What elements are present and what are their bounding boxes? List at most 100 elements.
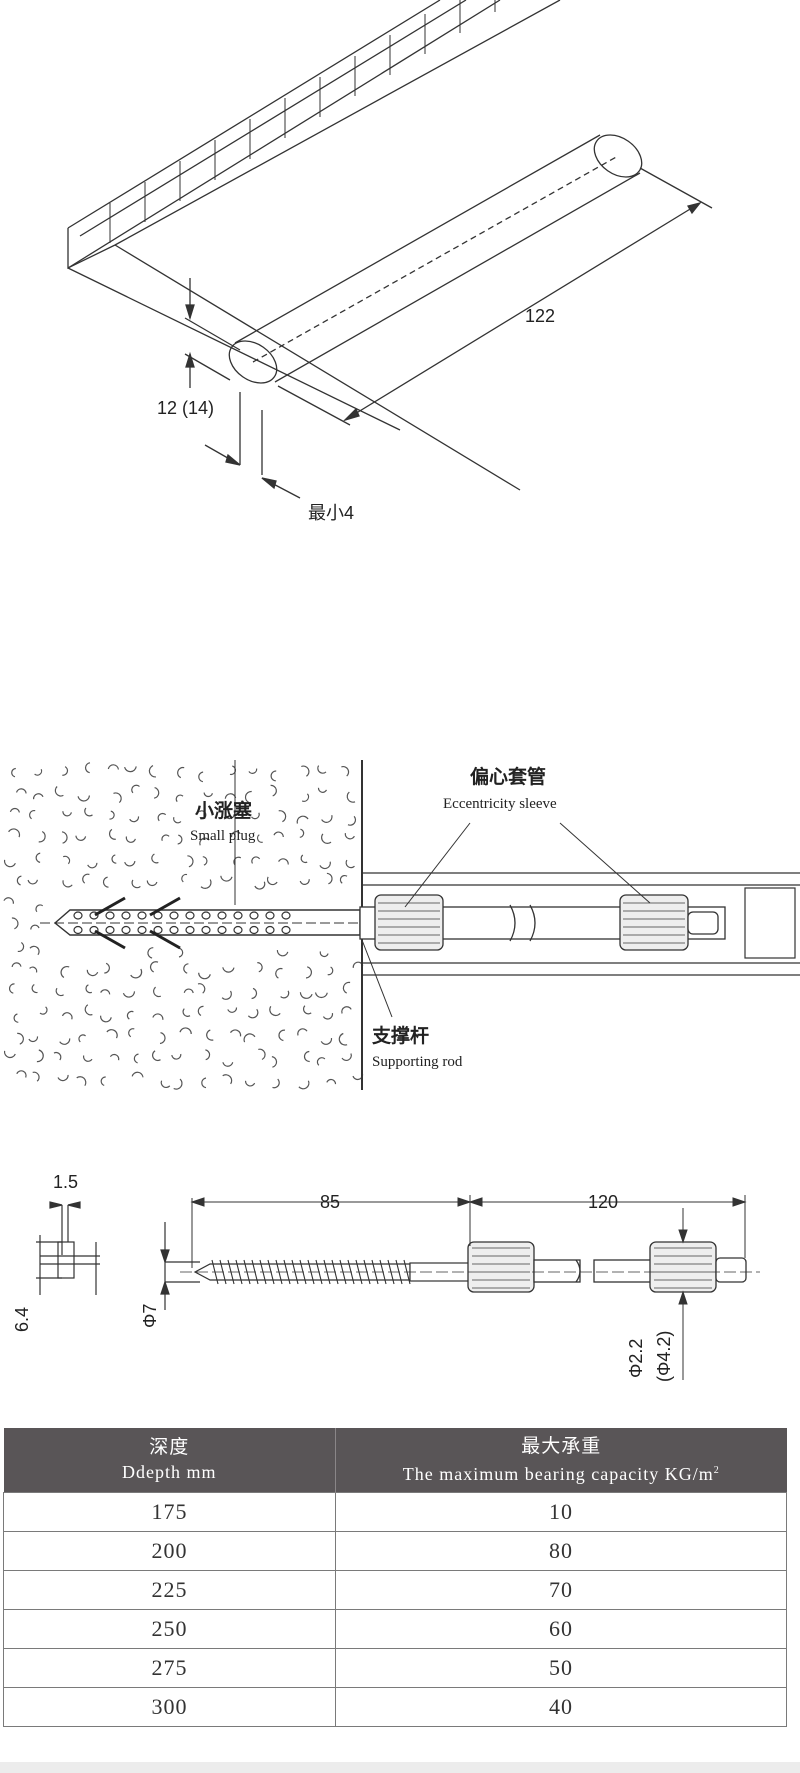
texture-arc <box>36 1049 44 1063</box>
texture-arc <box>100 989 111 995</box>
header-depth: 深度 Ddepth mm <box>3 1428 336 1493</box>
dim-length-label: 122 <box>525 306 555 326</box>
dim-phi2-2-label: Φ2.2 <box>626 1339 646 1378</box>
plug-tooth <box>153 925 163 935</box>
texture-arc <box>122 991 136 998</box>
header-depth-zh: 深度 <box>149 1437 190 1458</box>
texture-arc <box>299 879 310 885</box>
texture-arc <box>251 987 258 1000</box>
texture-arc <box>177 834 183 845</box>
texture-arc <box>321 815 333 823</box>
texture-arc <box>278 858 289 865</box>
plug-tooth <box>201 911 211 920</box>
plug-tooth <box>121 925 131 935</box>
header-capacity-sup: 2 <box>713 1464 720 1476</box>
plug-tooth <box>169 911 179 920</box>
texture-arc <box>124 766 137 773</box>
texture-arc <box>326 872 333 885</box>
dim-thickness-label: 12 (14) <box>157 398 214 418</box>
texture-arc <box>147 947 154 959</box>
texture-arc <box>54 786 64 797</box>
header-capacity-en-text: The maximum bearing capacity KG/m <box>402 1463 714 1484</box>
plug-tooth <box>169 925 179 935</box>
texture-arc <box>269 1005 281 1017</box>
texture-arc <box>301 765 310 777</box>
texture-arc <box>29 945 40 956</box>
texture-arc <box>84 1004 93 1016</box>
texture-arc <box>305 966 313 979</box>
texture-arc <box>29 966 38 973</box>
texture-arc <box>302 1005 312 1015</box>
texture-arc <box>61 1012 73 1020</box>
plug-tooth <box>73 925 83 935</box>
texture-arc <box>55 987 64 997</box>
texture-arc <box>3 859 16 868</box>
texture-arc <box>109 810 115 820</box>
texture-arc <box>198 972 211 980</box>
texture-arc <box>183 963 189 974</box>
texture-arc <box>100 1076 106 1086</box>
capacity-table: 深度 Ddepth mm 最大承重 The maximum bearing ca… <box>3 1428 787 1727</box>
texture-arc <box>104 962 110 974</box>
texture-arc <box>31 983 38 994</box>
texture-arc <box>341 1053 352 1062</box>
texture-arc <box>317 787 328 793</box>
texture-arc <box>78 1034 86 1043</box>
texture-arc <box>82 873 90 884</box>
texture-arc <box>131 784 140 794</box>
texture-arc <box>8 828 21 838</box>
texture-arc <box>17 941 25 952</box>
plug-teeth <box>73 911 291 935</box>
texture-arc <box>152 1050 161 1061</box>
texture-arc <box>341 766 350 777</box>
dim-1-5-label: 1.5 <box>53 1172 78 1192</box>
texture-arc <box>16 875 22 886</box>
texture-arc <box>251 812 260 820</box>
texture-arc <box>222 1062 234 1067</box>
texture-arc <box>62 766 69 776</box>
texture-arc <box>296 815 309 824</box>
header-depth-en: Ddepth mm <box>122 1462 217 1482</box>
texture-arc <box>129 816 140 823</box>
plug-tooth <box>201 925 211 935</box>
header-capacity-en: The maximum bearing capacity KG/m2 <box>336 1459 787 1486</box>
texture-arc <box>30 924 40 930</box>
texture-arc <box>244 790 252 804</box>
texture-arc <box>15 788 27 794</box>
plug-tooth <box>105 925 115 935</box>
texture-arc <box>178 947 184 958</box>
texture-arc <box>347 815 357 826</box>
small-plug-zh: 小涨塞 <box>195 799 253 822</box>
dim-phi4-2-label: (Φ4.2) <box>654 1331 674 1382</box>
texture-arc <box>126 1010 134 1020</box>
plug-tooth <box>73 911 83 920</box>
texture-arc <box>297 1028 308 1036</box>
texture-arc <box>16 1070 27 1078</box>
eccentric-sleeve-en: Eccentricity sleeve <box>443 796 557 812</box>
texture-arc <box>107 764 119 770</box>
texture-arc <box>299 828 305 838</box>
capacity-cell: 70 <box>335 1570 787 1610</box>
texture-arc <box>183 988 194 994</box>
plug-tooth <box>233 925 243 935</box>
texture-arc <box>203 792 213 798</box>
texture-arc <box>202 856 208 866</box>
capacity-cell: 80 <box>335 1531 787 1571</box>
header-capacity: 最大承重 The maximum bearing capacity KG/m2 <box>335 1428 787 1493</box>
texture-arc <box>35 904 44 913</box>
plug-tooth <box>121 911 131 920</box>
texture-arc <box>86 969 99 977</box>
depth-cell: 250 <box>3 1609 336 1649</box>
installation-section-drawing: 偏心套管 Eccentricity sleeve 小涨塞 Small plug … <box>3 760 800 1090</box>
depth-cell: 300 <box>3 1687 336 1727</box>
texture-arc <box>221 990 232 1000</box>
texture-arc <box>11 917 19 930</box>
depth-cell: 200 <box>3 1531 336 1571</box>
texture-arc <box>27 879 38 885</box>
texture-arc <box>276 950 289 957</box>
texture-arc <box>173 1078 183 1090</box>
